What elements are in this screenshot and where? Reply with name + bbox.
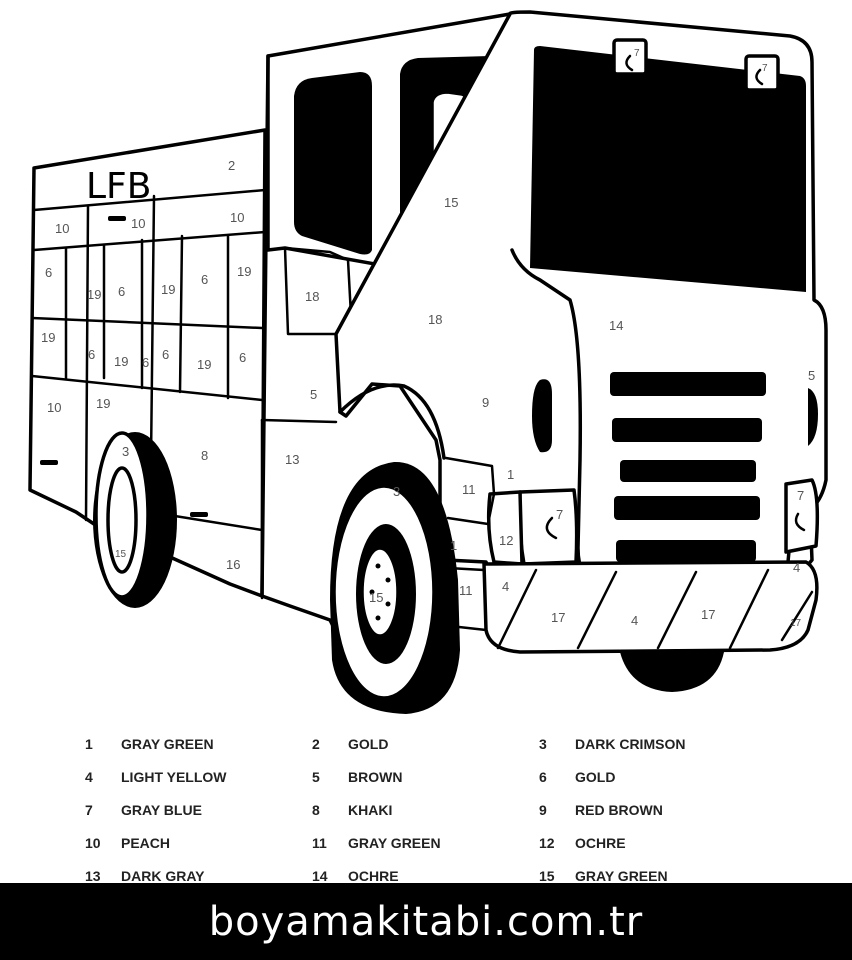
region-label: 4 <box>793 560 800 575</box>
region-label: 5 <box>808 368 815 383</box>
legend-number: 9 <box>539 802 547 818</box>
region-label: 6 <box>118 284 125 299</box>
legend-color-name: GOLD <box>575 769 616 785</box>
legend-row: 10 PEACH 11 GRAY GREEN 12 OCHRE <box>0 835 852 855</box>
region-label: 6 <box>162 347 169 362</box>
legend-number: 10 <box>85 835 101 851</box>
legend-color-name: GRAY GREEN <box>121 736 214 752</box>
legend-color-name: GRAY BLUE <box>121 802 202 818</box>
legend-number: 13 <box>85 868 101 884</box>
region-label: 3 <box>393 484 400 499</box>
legend-number: 12 <box>539 835 555 851</box>
legend-row: 7 GRAY BLUE 8 KHAKI 9 RED BROWN <box>0 802 852 822</box>
legend-color-name: KHAKI <box>348 802 393 818</box>
region-label: 6 <box>45 265 52 280</box>
region-label: 16 <box>226 557 240 572</box>
bumper <box>482 560 819 654</box>
footer-banner: boyamakitabi.com.tr <box>0 883 852 960</box>
legend-row: 4 LIGHT YELLOW 5 BROWN 6 GOLD <box>0 769 852 789</box>
region-label: 13 <box>285 452 299 467</box>
region-label: 19 <box>41 330 55 345</box>
region-label: 3 <box>122 444 129 459</box>
region-label: 17 <box>790 618 802 629</box>
region-label: 10 <box>55 221 69 236</box>
region-label: 15 <box>444 195 458 210</box>
region-label: 7 <box>797 488 804 503</box>
region-label: 4 <box>631 613 638 628</box>
region-label: 7 <box>556 507 563 522</box>
legend-number: 3 <box>539 736 547 752</box>
legend-number: 2 <box>312 736 320 752</box>
region-label: 6 <box>142 355 149 370</box>
region-label: 19 <box>96 396 110 411</box>
region-label: 6 <box>239 350 246 365</box>
region-label: 10 <box>230 210 244 225</box>
region-label: 19 <box>237 264 251 279</box>
region-label: 15 <box>115 549 127 560</box>
cab-front <box>334 10 828 632</box>
legend-color-name: GOLD <box>348 736 389 752</box>
region-label: 11 <box>459 583 473 598</box>
legend-color-name: BROWN <box>348 769 403 785</box>
legend-color-name: GRAY GREEN <box>348 835 441 851</box>
region-label: 18 <box>305 289 319 304</box>
legend-number: 7 <box>85 802 93 818</box>
region-label: 15 <box>369 590 383 605</box>
region-label: 7 <box>634 48 640 59</box>
region-label: 9 <box>482 395 489 410</box>
legend-row: 13 DARK GRAY 14 OCHRE 15 GRAY GREEN <box>0 868 852 888</box>
region-label: 7 <box>762 63 768 74</box>
region-label: 17 <box>701 607 715 622</box>
region-label: 6 <box>88 347 95 362</box>
region-label: 10 <box>131 216 145 231</box>
fire-truck-coloring-page: LFB 2 10 10 10 6 19 6 19 6 19 19 6 19 6 … <box>28 10 828 714</box>
legend-row: 1 GRAY GREEN 2 GOLD 3 DARK CRIMSON <box>0 736 852 756</box>
legend-number: 14 <box>312 868 328 884</box>
legend-number: 5 <box>312 769 320 785</box>
region-label: 19 <box>197 357 211 372</box>
region-label: 14 <box>609 318 623 333</box>
color-legend: 1 GRAY GREEN 2 GOLD 3 DARK CRIMSON 4 LIG… <box>0 728 852 884</box>
legend-color-name: OCHRE <box>575 835 626 851</box>
legend-color-name: DARK GRAY <box>121 868 205 884</box>
legend-color-name: DARK CRIMSON <box>575 736 686 752</box>
region-label: 8 <box>201 448 208 463</box>
region-label: 2 <box>228 158 235 173</box>
region-label: 10 <box>47 400 61 415</box>
region-label: 19 <box>87 287 101 302</box>
region-label: 17 <box>551 610 565 625</box>
region-label: 4 <box>502 579 509 594</box>
region-label: 18 <box>428 312 442 327</box>
legend-color-name: LIGHT YELLOW <box>121 769 227 785</box>
legend-number: 15 <box>539 868 555 884</box>
legend-color-name: PEACH <box>121 835 171 851</box>
legend-number: 11 <box>312 835 327 851</box>
legend-number: 1 <box>85 736 93 752</box>
rear-wheel <box>93 431 177 608</box>
region-label: 1 <box>507 467 514 482</box>
front-wheel <box>330 383 724 714</box>
region-label: 19 <box>161 282 175 297</box>
legend-color-name: OCHRE <box>348 868 399 884</box>
legend-number: 6 <box>539 769 547 785</box>
legend-color-name: RED BROWN <box>575 802 663 818</box>
legend-color-name: GRAY GREEN <box>575 868 668 884</box>
site-watermark[interactable]: boyamakitabi.com.tr <box>208 898 644 945</box>
region-label: 11 <box>462 482 476 497</box>
logo-text: LFB <box>86 166 151 207</box>
region-label: 6 <box>201 272 208 287</box>
region-label: 19 <box>114 354 128 369</box>
region-label: 5 <box>310 387 317 402</box>
legend-number: 8 <box>312 802 320 818</box>
region-label: 12 <box>499 533 513 548</box>
legend-number: 4 <box>85 769 93 785</box>
region-label: 1 <box>450 538 457 553</box>
region-labels: 2 10 10 10 6 19 6 19 6 19 19 6 19 6 6 19… <box>41 48 815 629</box>
